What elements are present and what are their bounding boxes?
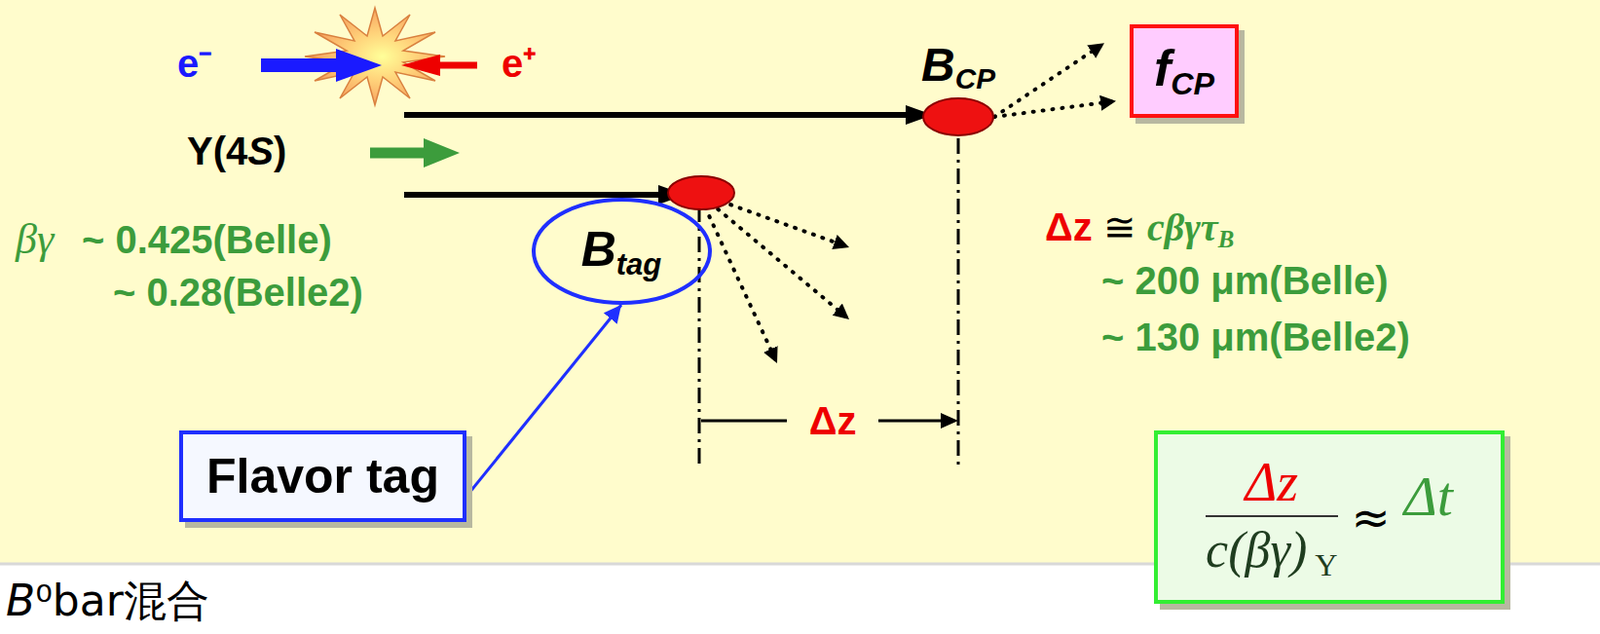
final-state-label: fCP xyxy=(1153,38,1215,103)
denominator: c(βγ)Υ xyxy=(1205,520,1338,584)
collision-burst xyxy=(304,7,446,106)
distance-value: ~ 130 μm(Belle2) xyxy=(1101,315,1411,360)
outline-shape xyxy=(923,98,994,136)
b-cp-track xyxy=(404,105,933,125)
text-part: tag xyxy=(616,246,663,281)
text-part: B xyxy=(921,38,956,91)
result: Δt xyxy=(1404,463,1453,529)
meson-label: BCP xyxy=(921,37,996,96)
formula-box: Δzc(βγ)Υ≈Δt xyxy=(1153,430,1505,604)
distance-value: ~ 200 μm(Belle) xyxy=(1101,259,1389,303)
text-part: B xyxy=(1218,225,1235,253)
text-part: Δz xyxy=(1044,205,1093,249)
connector xyxy=(466,304,622,497)
numerator: Δz xyxy=(1205,450,1338,514)
boost-value: ~ 0.28(Belle2) xyxy=(112,270,364,315)
particle-label: e⁺ xyxy=(501,35,537,89)
outline xyxy=(922,97,995,137)
flavor-tag-box: Flavor tag xyxy=(179,430,467,522)
approx-sign: ≈ xyxy=(1351,489,1391,545)
text-part: CP xyxy=(1170,67,1215,103)
final-state-box: fCP xyxy=(1129,24,1239,118)
b-cp-vertex: BCP xyxy=(922,97,995,137)
boost-value: βγ ~ 0.425(Belle) xyxy=(15,214,333,264)
resonance-label: Υ(4S) xyxy=(186,129,287,174)
tag-circle: Btag xyxy=(531,197,712,305)
fraction: Δzc(βγ)Υ xyxy=(1205,450,1338,584)
text-part: Υ xyxy=(1314,547,1338,583)
text-part: Υ(4 xyxy=(186,129,248,173)
text-part: ) xyxy=(273,129,287,173)
text-part: ~ 0.425(Belle) xyxy=(71,218,333,261)
text-part: cβγτ xyxy=(1147,205,1219,250)
electron-beam-arrow xyxy=(260,48,382,82)
tag-label: Btag xyxy=(581,221,663,283)
b-tag-vertex xyxy=(668,176,735,210)
text-part: S xyxy=(247,129,274,173)
text-part: B xyxy=(581,222,617,277)
boost-arrow xyxy=(370,138,460,168)
box-label: Flavor tag xyxy=(206,447,440,505)
text-part: f xyxy=(1153,39,1171,97)
fraction-bar xyxy=(1205,515,1338,518)
text-part: CP xyxy=(955,62,996,95)
outline-shape xyxy=(533,199,710,303)
dimension-label: Δz xyxy=(803,399,863,444)
tag-decay-products xyxy=(701,194,850,364)
connector xyxy=(994,101,1117,117)
positron-beam-arrow xyxy=(401,54,478,76)
vertex-line xyxy=(698,206,702,464)
text-part: βγ xyxy=(15,215,54,263)
text-part: ⁰bar混合 xyxy=(35,575,210,626)
section-heading: B⁰bar混合 xyxy=(5,572,210,631)
text-part: B xyxy=(5,575,36,626)
formula-note: Δz ≅ cβγτB xyxy=(1044,204,1234,254)
vertex-line xyxy=(957,138,961,468)
connector xyxy=(994,42,1105,117)
text-part: c(βγ) xyxy=(1205,521,1307,578)
particle-label: e⁻ xyxy=(177,35,213,89)
text-part: ≅ xyxy=(1092,205,1148,249)
